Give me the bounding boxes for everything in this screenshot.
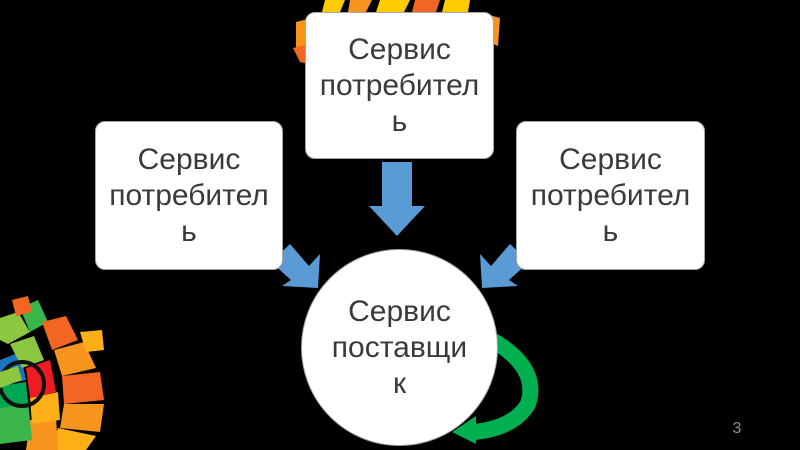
bottom-left-gear-decoration <box>0 296 104 450</box>
provider-self-loop-arrow <box>452 333 539 444</box>
page-number: 3 <box>732 420 742 437</box>
arrow-left-to-provider <box>271 244 320 288</box>
consumer-service-box-right: Сервис потребител ь <box>516 121 705 270</box>
provider-service-label: Сервис поставщи к <box>331 294 468 400</box>
consumer-service-label: Сервис потребител ь <box>109 142 269 248</box>
consumer-service-label: Сервис потребител ь <box>319 32 480 138</box>
consumer-service-box-left: Сервис потребител ь <box>95 121 283 270</box>
arrow-top-to-provider <box>369 162 425 236</box>
consumer-service-box-top: Сервис потребител ь <box>305 12 494 159</box>
consumer-service-label: Сервис потребител ь <box>530 142 691 248</box>
provider-service-circle: Сервис поставщи к <box>301 249 498 446</box>
